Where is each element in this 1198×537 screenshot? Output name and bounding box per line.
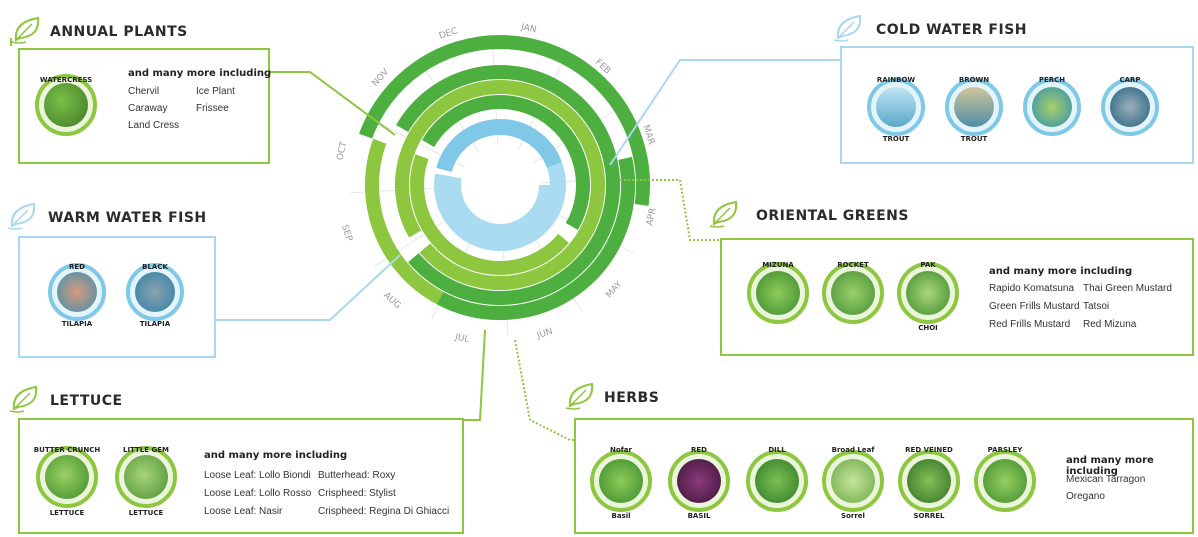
brown-trout-sublabel: TROUT (960, 135, 988, 143)
lettuce-item: Crispheed: Regina Di Ghiacci (318, 506, 450, 517)
lettuce-ring (365, 138, 444, 305)
oriental-more-label: and many more including (989, 266, 1133, 277)
brown-trout-image (945, 78, 1003, 136)
rainbow-trout-label: RAINBOW (876, 76, 916, 84)
oriental-greens-title: ORIENTAL GREENS (756, 208, 909, 224)
oriental-greens-ring (436, 156, 635, 320)
cold-water-fish-ring (436, 119, 563, 173)
herbs-ring (396, 65, 620, 305)
pak-choi-image (897, 262, 959, 324)
oriental-item: Red Frills Mustard (989, 319, 1071, 330)
red-tilapia-sublabel: TILAPIA (61, 320, 93, 328)
watercress-image (35, 74, 97, 136)
lettuce-item: Loose Leaf: Lollo Rosso (204, 488, 312, 499)
carp-image (1101, 78, 1159, 136)
leaf-icon (565, 382, 594, 410)
cold-water-fish-title: COLD WATER FISH (876, 22, 1027, 38)
parsley-label: PARSLEY (987, 446, 1023, 454)
warm-water-fish-ring (434, 162, 566, 251)
rainbow-trout-image (867, 78, 925, 136)
dill-image (746, 450, 808, 512)
red-basil-label: RED (691, 446, 707, 454)
warm-water-fish-title: WARM WATER FISH (48, 210, 207, 226)
lettuce-title: LETTUCE (50, 393, 123, 409)
oriental-item: Green Frills Mustard (989, 301, 1080, 312)
wheel-rings (359, 35, 650, 320)
annual-item: Caraway (128, 103, 168, 114)
annual-item: Chervil (128, 86, 160, 97)
perch-label: PERCH (1038, 76, 1066, 84)
oriental-item: Red Mizuna (1083, 319, 1137, 330)
parsley-image (974, 450, 1036, 512)
rocket-image (822, 262, 884, 324)
black-tilapia-image (126, 263, 184, 321)
lettuce-inner-ring (395, 80, 605, 238)
lettuce-item: Butterhead: Roxy (318, 470, 396, 481)
fish-icon (7, 202, 36, 230)
red-veined-sorrel-sublabel: SORREL (913, 512, 945, 520)
herbs-item: Mexican Tarragon (1066, 474, 1146, 485)
dill-label: DILL (768, 446, 786, 454)
leaf-icon (9, 385, 38, 413)
broad-leaf-sorrel-sublabel: Sorrel (841, 512, 865, 520)
lettuce-item: Loose Leaf: Lollo Biondi (204, 470, 311, 481)
rocket-label: ROCKET (837, 261, 869, 269)
butter-crunch-image (36, 446, 98, 508)
leaf-icon (11, 16, 40, 44)
lettuce-box (18, 418, 464, 534)
perch-image (1023, 78, 1081, 136)
herbs-item: Oregano (1066, 491, 1105, 502)
annual-plants-title: ANNUAL PLANTS (50, 24, 188, 40)
annual-more-label: and many more including (128, 68, 272, 79)
annual-item: Frissee (196, 103, 229, 114)
oriental-item: Thai Green Mustard (1083, 283, 1172, 294)
broad-leaf-sorrel-label: Broad Leaf (831, 446, 875, 454)
lettuce-more-label: and many more including (204, 450, 348, 461)
rainbow-trout-sublabel: TROUT (882, 135, 910, 143)
red-basil-sublabel: BASIL (687, 512, 711, 520)
butter-crunch-sublabel: LETTUCE (49, 509, 85, 517)
annual-item: Land Cress (128, 120, 180, 131)
nofar-basil-image (590, 450, 652, 512)
lettuce-item: Loose Leaf: Nasir (204, 506, 283, 517)
fish-icon (833, 14, 862, 42)
annual-plants-ring (359, 35, 641, 139)
red-basil-image (668, 450, 730, 512)
little-gem-image (115, 446, 177, 508)
red-tilapia-image (48, 263, 106, 321)
butter-crunch-label: BUTTER CRUNCH (33, 446, 101, 454)
annual-plants-ring (627, 133, 650, 206)
seasonal-wheel (350, 35, 650, 335)
nofar-basil-sublabel: Basil (611, 512, 631, 520)
little-gem-sublabel: LETTUCE (128, 509, 164, 517)
pak-choi-sublabel: CHOI (918, 324, 938, 332)
oriental-item: Rapido Komatsuna (989, 283, 1075, 294)
lettuce-inner-ring (419, 184, 605, 290)
black-tilapia-sublabel: TILAPIA (139, 320, 171, 328)
herbs-more-label: and many more including (1066, 455, 1154, 477)
greens-inner-ring (410, 154, 569, 275)
red-veined-sorrel-label: RED VEINED (905, 446, 953, 454)
little-gem-label: LITTLE GEM (123, 446, 169, 454)
black-tilapia-label: BLACK (142, 263, 168, 271)
nofar-basil-label: Nofar (610, 446, 632, 454)
leaf-icon (709, 200, 738, 228)
red-veined-sorrel-image (898, 450, 960, 512)
red-tilapia-label: RED (69, 263, 85, 271)
brown-trout-label: BROWN (958, 76, 990, 84)
warm-water-fish-inner-ring (449, 176, 551, 236)
annual-plants-box (18, 48, 270, 164)
carp-label: CARP (1119, 76, 1141, 84)
herbs-title: HERBS (604, 390, 660, 406)
mizuna-label: MIZUNA (762, 261, 794, 269)
pak-choi-label: PAK (920, 261, 936, 269)
oriental-item: Tatsoi (1083, 301, 1110, 312)
annual-item: Ice Plant (196, 86, 235, 97)
lettuce-item: Crispheed: Stylist (318, 488, 396, 499)
oriental-inner-ring (422, 95, 590, 230)
watercress-label: WATERCRESS (39, 76, 93, 84)
broad-leaf-sorrel-image (822, 450, 884, 512)
mizuna-image (747, 262, 809, 324)
